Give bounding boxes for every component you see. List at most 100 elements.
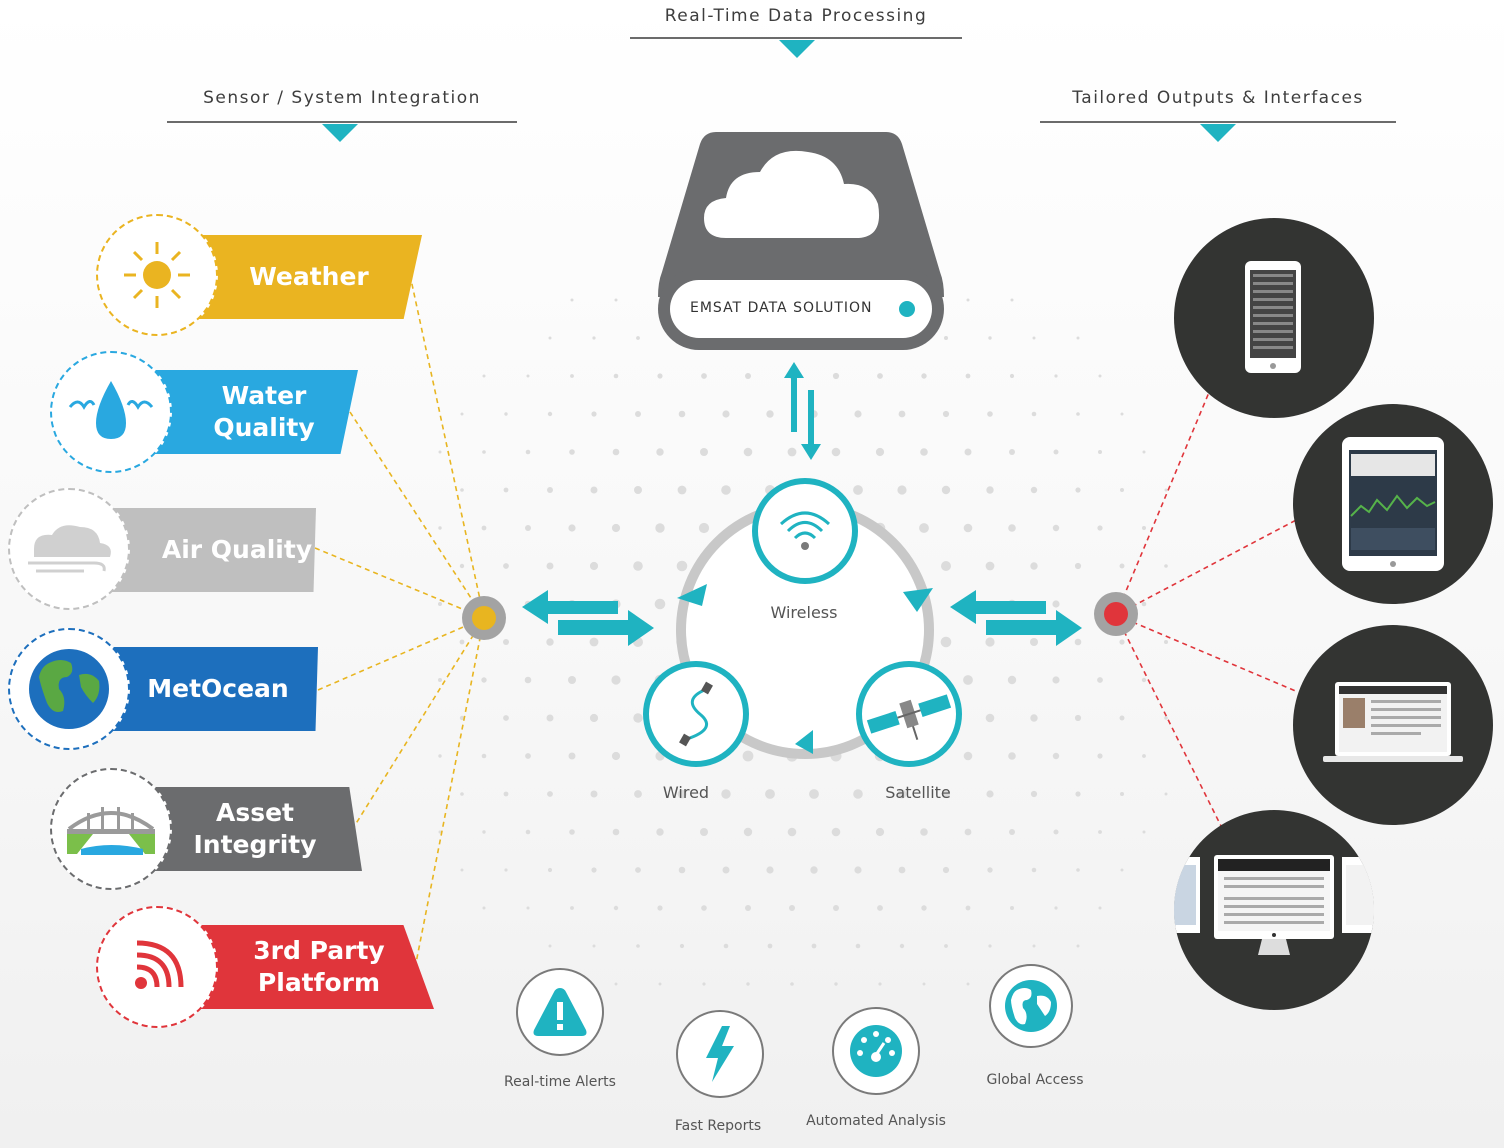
background-dot bbox=[636, 944, 640, 948]
wired-label: Wired bbox=[662, 783, 710, 802]
globe-icon bbox=[29, 649, 109, 729]
background-dot bbox=[1076, 868, 1080, 872]
server-label: EMSAT DATA SOLUTION bbox=[690, 300, 873, 316]
background-dot bbox=[987, 867, 993, 873]
background-dot bbox=[568, 752, 576, 760]
background-dot bbox=[1031, 867, 1037, 873]
background-dot bbox=[987, 411, 993, 417]
background-dot bbox=[481, 753, 487, 759]
header-rule-left bbox=[167, 121, 517, 123]
sensor-label-metocean: MetOcean bbox=[147, 674, 289, 703]
feature-alerts-label: Real-time Alerts bbox=[504, 1074, 616, 1090]
background-dot bbox=[921, 905, 927, 911]
background-dot bbox=[1032, 944, 1036, 948]
background-dot bbox=[919, 523, 929, 533]
background-dot bbox=[985, 637, 995, 647]
background-dot bbox=[746, 982, 750, 986]
background-dot bbox=[1074, 562, 1082, 570]
background-dot bbox=[503, 791, 509, 797]
header-pointer-center bbox=[779, 40, 815, 58]
background-dot bbox=[635, 867, 641, 873]
gauge-icon bbox=[850, 1025, 902, 1077]
background-dot bbox=[482, 450, 486, 454]
background-dot bbox=[613, 905, 619, 911]
background-dot bbox=[1030, 638, 1038, 646]
background-dot bbox=[1120, 412, 1124, 416]
background-dot bbox=[503, 715, 509, 721]
background-dot bbox=[1052, 600, 1060, 608]
background-dot bbox=[985, 561, 995, 571]
background-dot bbox=[1007, 675, 1017, 685]
background-dot bbox=[898, 866, 906, 874]
background-dot bbox=[1141, 677, 1147, 683]
sensor-icon-3rd-party bbox=[96, 906, 218, 1028]
globe-icon bbox=[1005, 980, 1057, 1032]
background-dot bbox=[482, 374, 486, 378]
background-dot bbox=[633, 713, 643, 723]
sensor-icon-air-quality bbox=[8, 488, 130, 610]
output-desktop bbox=[1174, 810, 1374, 1010]
background-dot bbox=[722, 410, 730, 418]
background-dot bbox=[831, 827, 841, 837]
background-dot bbox=[589, 713, 599, 723]
background-dot bbox=[503, 487, 509, 493]
background-dot bbox=[1008, 752, 1016, 760]
sensor-label-asset-integrity: Asset Integrity bbox=[193, 798, 317, 859]
background-dot bbox=[1142, 526, 1146, 530]
background-dot bbox=[1098, 450, 1102, 454]
background-dot bbox=[1008, 524, 1016, 532]
background-dot bbox=[941, 485, 951, 495]
background-dot bbox=[1076, 412, 1080, 416]
background-dot bbox=[877, 373, 883, 379]
background-dot bbox=[1010, 906, 1014, 910]
wifi-icon bbox=[779, 511, 831, 550]
background-dot bbox=[591, 411, 597, 417]
background-dot bbox=[834, 982, 838, 986]
background-dot bbox=[1076, 944, 1080, 948]
wired-node bbox=[643, 661, 749, 767]
background-dot bbox=[790, 982, 794, 986]
background-dot bbox=[920, 448, 928, 456]
background-dot bbox=[745, 373, 751, 379]
sensor-hub bbox=[462, 596, 506, 640]
background-dot bbox=[853, 789, 863, 799]
background-dot bbox=[743, 827, 753, 837]
background-dot bbox=[1141, 601, 1147, 607]
header-pointer-right bbox=[1200, 124, 1236, 142]
background-dot bbox=[592, 336, 596, 340]
sensor-icon-water-quality bbox=[50, 351, 172, 473]
background-dot bbox=[481, 677, 487, 683]
background-dot bbox=[1164, 792, 1168, 796]
header-pointer-left bbox=[322, 124, 358, 142]
background-dot bbox=[878, 982, 882, 986]
background-dot bbox=[459, 563, 465, 569]
sensor-icon-weather bbox=[96, 214, 218, 336]
background-dot bbox=[985, 713, 995, 723]
sync-arrows-vertical-icon bbox=[784, 362, 821, 460]
output-tablet bbox=[1293, 404, 1493, 604]
background-dot bbox=[1030, 486, 1038, 494]
background-dot bbox=[1009, 829, 1015, 835]
background-dot bbox=[570, 906, 574, 910]
background-dot bbox=[570, 374, 574, 378]
background-dot bbox=[986, 790, 994, 798]
background-dot bbox=[1052, 752, 1060, 760]
background-dot bbox=[1075, 487, 1081, 493]
background-dot bbox=[1032, 336, 1036, 340]
background-dot bbox=[966, 982, 970, 986]
background-dot bbox=[1164, 716, 1168, 720]
background-dot bbox=[810, 866, 818, 874]
background-dot bbox=[611, 751, 621, 761]
feature-global-label: Global Access bbox=[986, 1072, 1084, 1088]
background-dot bbox=[1074, 714, 1082, 722]
background-dot bbox=[1076, 336, 1080, 340]
background-dot bbox=[965, 373, 971, 379]
background-dot bbox=[966, 298, 970, 302]
background-dot bbox=[809, 789, 819, 799]
background-dot bbox=[677, 485, 687, 495]
output-hub bbox=[1094, 592, 1138, 636]
background-dot bbox=[1054, 906, 1058, 910]
background-dot bbox=[877, 905, 883, 911]
background-dot bbox=[677, 789, 687, 799]
background-dot bbox=[742, 750, 754, 762]
